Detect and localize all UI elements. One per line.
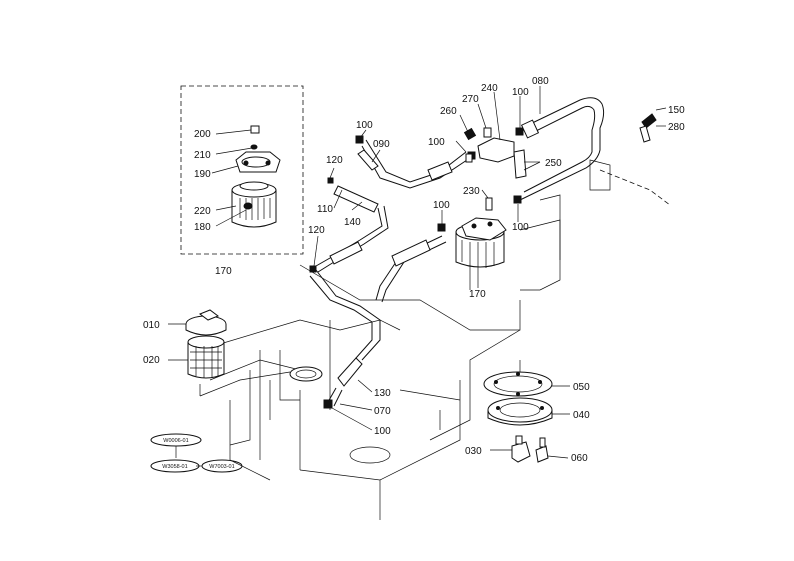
fuel-pump-assembly (463, 127, 527, 179)
clamp-100-filter (437, 223, 446, 232)
stamp-oval-1 (150, 433, 202, 447)
label-100-top: 100 (356, 120, 373, 131)
label-110: 110 (317, 204, 333, 215)
fuel-filter-installed (455, 197, 507, 268)
fuel-filter-exploded (231, 125, 281, 228)
chassis-outline (199, 159, 671, 520)
clamp-100-return (513, 195, 522, 204)
label-100-lower: 100 (374, 426, 391, 437)
reference-stamps: W0006-01 W3058-01 W7003-01 (150, 433, 243, 473)
label-260: 260 (440, 106, 457, 117)
clip-150 (641, 113, 657, 129)
clip-120-lower (309, 265, 317, 273)
filter-bowl-180 (231, 189, 277, 228)
label-230: 230 (463, 186, 480, 197)
label-090: 090 (373, 139, 390, 150)
label-050: 050 (573, 382, 590, 393)
label-210: 210 (194, 150, 211, 161)
label-100-filter: 100 (433, 200, 450, 211)
leader-lines (168, 86, 667, 467)
label-100-pipe: 100 (512, 87, 529, 98)
stamp-oval-3 (201, 459, 243, 473)
label-100-pump: 100 (428, 137, 445, 148)
label-180: 180 (194, 222, 211, 233)
clip-280 (639, 125, 651, 143)
stamp-w0006: W0006-01 (163, 438, 188, 444)
label-280: 280 (668, 122, 685, 133)
label-010: 010 (143, 320, 160, 331)
stamp-w7003: W7003-01 (209, 464, 234, 470)
part-labels: 200 210 190 220 180 170 010 020 100 090 … (143, 76, 685, 464)
label-250: 250 (545, 158, 562, 169)
bolt-200 (250, 125, 260, 134)
label-120-mid: 120 (308, 225, 325, 236)
clip-120 (327, 177, 334, 184)
bolt-060 (535, 445, 549, 463)
label-140: 140 (344, 217, 361, 228)
sender-030 (511, 441, 531, 463)
label-130: 130 (374, 388, 391, 399)
clamp-100-lower (323, 399, 333, 409)
label-150: 150 (668, 105, 685, 116)
label-200: 200 (194, 129, 211, 140)
label-080: 080 (532, 76, 549, 87)
label-170-left: 170 (215, 266, 232, 277)
label-070: 070 (374, 406, 391, 417)
assembly-170-bounding-box (180, 85, 304, 255)
label-220: 220 (194, 206, 211, 217)
label-030: 030 (465, 446, 482, 457)
label-190: 190 (194, 169, 211, 180)
label-100-return: 100 (512, 222, 529, 233)
washer-210 (250, 144, 258, 150)
clamp-100 (355, 135, 364, 144)
stamp-oval-2 (150, 459, 200, 473)
label-060: 060 (571, 453, 588, 464)
clamps-and-fittings (309, 113, 657, 409)
label-240: 240 (481, 83, 498, 94)
stamp-w3058: W3058-01 (162, 464, 187, 470)
fuel-cap-and-strainer (185, 309, 323, 397)
fuel-hoses (309, 97, 605, 407)
label-170-right: 170 (469, 289, 486, 300)
fuel-gauge-unit (483, 360, 553, 463)
label-040: 040 (573, 410, 590, 421)
label-270: 270 (462, 94, 479, 105)
label-020: 020 (143, 355, 160, 366)
bracket-250 (513, 149, 527, 179)
label-120-top: 120 (326, 155, 343, 166)
